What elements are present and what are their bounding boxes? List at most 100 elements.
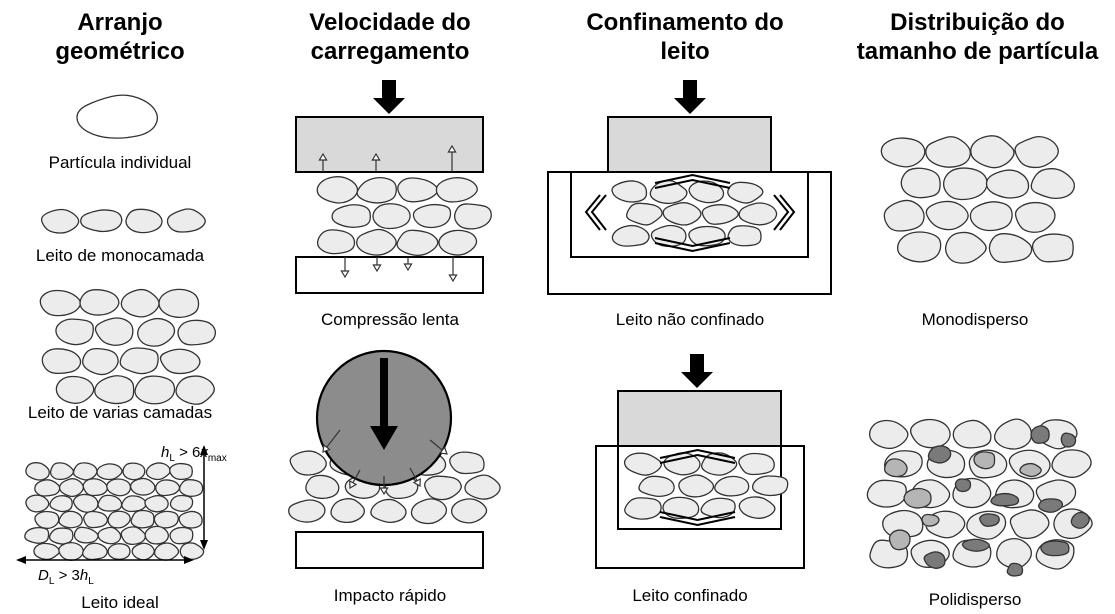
- height-arrow-bottom: [200, 540, 208, 550]
- ball-force-arrow-1: [322, 443, 331, 453]
- impact-bed-particle: [288, 499, 326, 523]
- lateral-bulge-left: [584, 194, 601, 231]
- shear-crack-bottom: [654, 242, 731, 253]
- height-arrow-top: [200, 445, 208, 455]
- label-bed-diameter-condition: DL > 3hL: [38, 567, 94, 587]
- confined-crack-top: [659, 448, 736, 459]
- shear-crack-top: [654, 173, 731, 184]
- force-up-arrow-2: [371, 152, 381, 161]
- ideal-bed-particle: [97, 526, 122, 545]
- monodisperse-particle: [896, 231, 942, 263]
- unconfined-particle: [662, 202, 702, 226]
- impact-bed-particle: [449, 451, 485, 475]
- label-bed-height-condition: hL > 6xmax: [161, 444, 227, 464]
- monodisperse-particle: [970, 135, 1015, 169]
- force-up-arrow-1: [318, 152, 328, 161]
- unconfined-piston: [607, 116, 772, 174]
- compressed-particle: [372, 203, 411, 230]
- caption-polydisperse: Polidisperso: [928, 590, 1022, 609]
- ideal-bed-particle: [120, 526, 147, 545]
- monodisperse-particle: [900, 167, 941, 199]
- shear-crack-top: [654, 178, 731, 189]
- caption-fast-impact: Impacto rápido: [333, 586, 447, 605]
- polydisperse-fine-particle: [921, 513, 940, 527]
- polydisperse-large-particle: [866, 479, 907, 508]
- ideal-bed-particle: [144, 525, 170, 545]
- ideal-bed-particle: [58, 478, 84, 498]
- compressed-particle: [412, 203, 452, 229]
- monodisperse-particle: [944, 231, 987, 264]
- ideal-bed-particle: [178, 479, 204, 497]
- ball-force-arrow-2: [349, 479, 358, 490]
- ideal-bed-particle: [33, 542, 61, 561]
- ideal-bed-particle: [169, 526, 194, 545]
- ideal-bed-particle: [169, 462, 193, 481]
- unconfined-particle: [727, 181, 764, 204]
- polydisperse-large-particle: [952, 419, 992, 449]
- caption-monodisperse: Monodisperso: [921, 310, 1029, 329]
- caption-confined-bed: Leito confinado: [632, 586, 748, 605]
- load-arrow-confined: [681, 354, 713, 388]
- impact-bed-particle: [410, 498, 448, 525]
- confined-particle: [662, 496, 700, 519]
- monodisperse-particle: [988, 233, 1033, 263]
- monodisperse-particle: [942, 167, 988, 201]
- force-down-arrow-3: [403, 263, 413, 272]
- unconfined-particle: [611, 180, 648, 203]
- impact-bed-particle: [423, 475, 462, 501]
- ball-force-arrow-3: [379, 487, 389, 496]
- polydisperse-fine-particle: [927, 445, 952, 464]
- unconfined-particle: [625, 202, 663, 226]
- caption-slow-compression: Compressão lenta: [321, 310, 459, 329]
- polydisperse-large-particle: [868, 419, 909, 450]
- impact-bed-particle: [305, 474, 340, 500]
- ideal-bed-particle: [97, 494, 123, 512]
- polydisperse-large-particle: [1009, 509, 1050, 539]
- confined-crack-bottom: [659, 516, 736, 527]
- monodisperse-particle: [1030, 168, 1076, 200]
- polydisperse-fine-particle: [1038, 498, 1064, 513]
- ideal-bed-particle: [72, 462, 98, 481]
- ideal-bed-particle: [82, 542, 108, 561]
- ideal-bed-particle: [73, 526, 99, 544]
- unconfined-particle: [611, 224, 650, 247]
- multilayer-particle: [120, 288, 160, 318]
- ideal-bed-particle: [179, 542, 205, 561]
- monodisperse-particle: [925, 136, 972, 168]
- ball-force-arrow-5: [438, 446, 448, 455]
- ideal-bed-particle: [155, 479, 181, 497]
- compressed-particle: [397, 177, 439, 203]
- multilayer-particle: [55, 375, 95, 404]
- ideal-bed-particle: [48, 527, 74, 545]
- confined-particle: [738, 496, 776, 519]
- monodisperse-particle: [969, 201, 1013, 232]
- ideal-bed-particle: [144, 494, 169, 513]
- caption-monolayer-bed: Leito de monocamada: [35, 246, 205, 265]
- ideal-bed-particle: [107, 543, 131, 560]
- lateral-bulge-right: [779, 194, 796, 231]
- lateral-bulge-right: [773, 194, 790, 231]
- multilayer-particle: [177, 319, 217, 346]
- impact-bed-particle: [464, 474, 501, 500]
- monodisperse-particle: [883, 199, 925, 232]
- impact-bed-particle: [330, 498, 366, 524]
- multilayer-particle: [137, 317, 176, 347]
- unconfined-particle: [688, 180, 725, 204]
- polydisperse-large-particle: [996, 538, 1033, 569]
- impact-anvil: [295, 531, 484, 569]
- ideal-bed-particle: [49, 495, 73, 513]
- confined-particle: [678, 474, 715, 498]
- confined-crack-bottom: [659, 511, 736, 522]
- ideal-bed-particle: [58, 510, 83, 529]
- compressed-particle: [331, 204, 371, 228]
- confined-particle: [624, 497, 662, 520]
- multilayer-particle: [94, 375, 135, 405]
- ideal-bed-particle: [129, 477, 156, 496]
- polydisperse-fine-particle: [979, 513, 1000, 527]
- compressed-particle: [356, 177, 397, 204]
- ideal-bed-particle: [34, 510, 60, 530]
- ideal-bed-particle: [96, 463, 123, 481]
- compressed-particle: [435, 177, 478, 203]
